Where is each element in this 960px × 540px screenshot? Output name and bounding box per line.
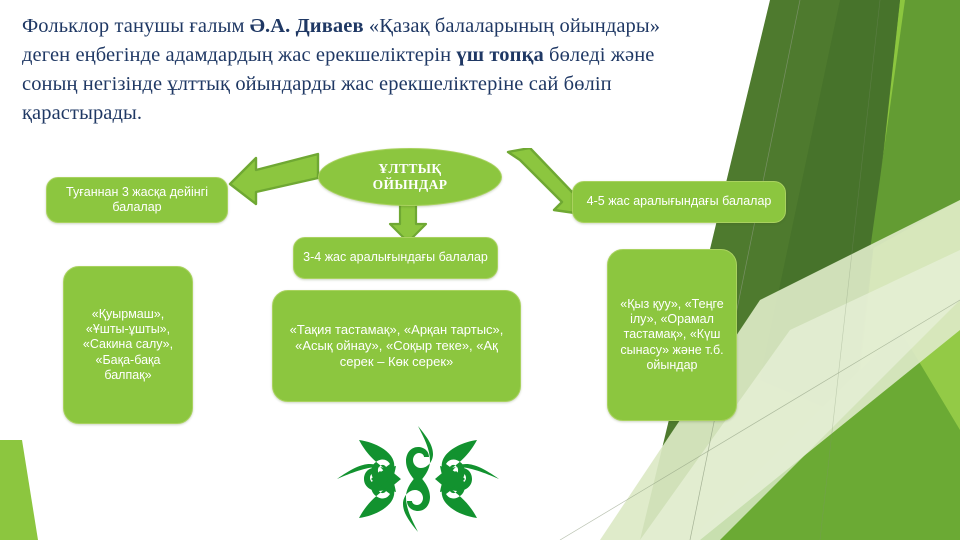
- kazakh-ornament-icon: [333, 424, 503, 534]
- bg-shape-mid: [870, 0, 960, 250]
- group-middle-games-box[interactable]: «Тақия тастамақ», «Арқан тартыс», «Асық …: [272, 290, 521, 402]
- group-right-games-box[interactable]: «Қыз қуу», «Теңге ілу», «Орамал тастамақ…: [607, 249, 737, 421]
- group-middle-heading-text: 3-4 жас аралығындағы балалар: [303, 250, 488, 265]
- paragraph-bold-groups: үш топқа: [456, 44, 544, 67]
- paragraph-part-2: «Қазақ балаларының ойындары» деген еңбег…: [22, 15, 661, 67]
- group-left-games-box[interactable]: «Қуырмаш», «Ұшты-ұшты», «Сакина салу», «…: [63, 266, 193, 424]
- paragraph-part-1: Фольклор танушы ғалым: [22, 15, 250, 37]
- group-left-games-text: «Қуырмаш», «Ұшты-ұшты», «Сакина салу», «…: [82, 306, 174, 382]
- intro-paragraph: Фольклор танушы ғалым Ә.А. Диваев «Қазақ…: [22, 12, 682, 128]
- group-left-heading-box[interactable]: Туғаннан 3 жасқа дейінгі балалар: [46, 177, 228, 223]
- group-left-heading-text: Туғаннан 3 жасқа дейінгі балалар: [66, 184, 208, 214]
- group-middle-games-text: «Тақия тастамақ», «Арқан тартыс», «Асық …: [289, 322, 504, 369]
- bg-hairline-3: [819, 0, 881, 540]
- group-right-heading-box[interactable]: 4-5 жас аралығындағы балалар: [572, 181, 786, 223]
- paragraph-part-3: бөледі және соның негізінде ұлттық ойынд…: [22, 44, 655, 125]
- group-right-games-text: «Қыз қуу», «Теңге ілу», «Орамал тастамақ…: [620, 296, 724, 372]
- center-node-line-2: ОЙЫНДАР: [372, 177, 448, 192]
- paragraph-bold-author: Ә.А. Диваев: [249, 15, 364, 37]
- arrow-left-icon: [226, 148, 322, 210]
- group-right-heading-text: 4-5 жас аралығындағы балалар: [586, 194, 772, 209]
- bg-shape-left-wedge: [0, 440, 38, 540]
- group-middle-heading-box[interactable]: 3-4 жас аралығындағы балалар: [293, 237, 498, 279]
- center-node-line-1: ҰЛТТЫҚ: [378, 160, 442, 176]
- bg-shape-bright-right: [800, 0, 960, 540]
- center-node-national-games[interactable]: ҰЛТТЫҚ ОЙЫНДАР: [318, 148, 502, 206]
